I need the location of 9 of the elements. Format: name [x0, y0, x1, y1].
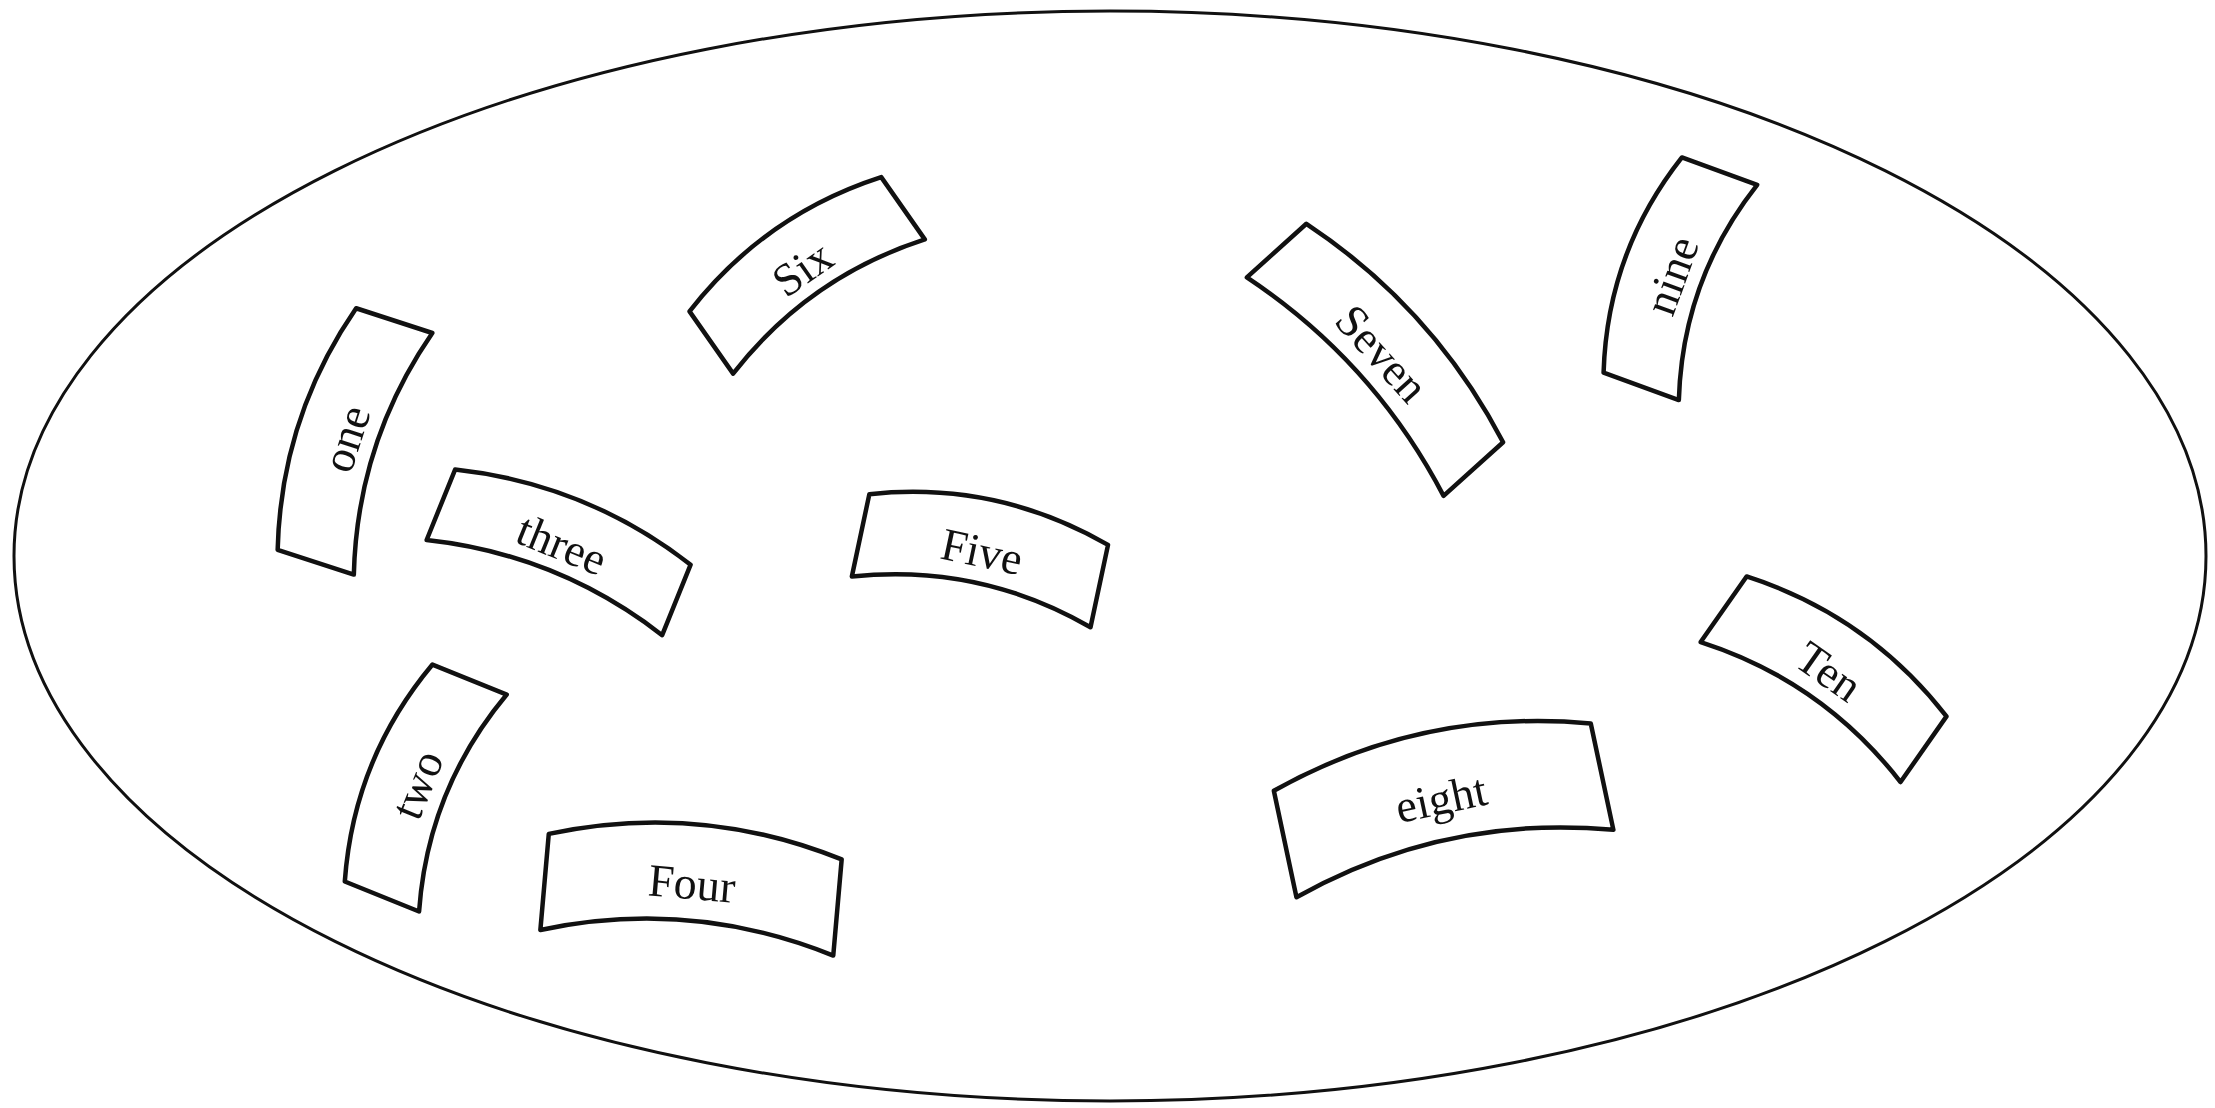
word-label: Five — [936, 516, 1028, 586]
word-label: nine — [1632, 228, 1710, 322]
word-label: Four — [646, 852, 738, 914]
word-label: one — [310, 398, 382, 478]
word-label: two — [379, 742, 455, 826]
word-label: three — [509, 502, 615, 586]
word-label: Ten — [1785, 629, 1873, 713]
word-label: Six — [761, 228, 843, 308]
word-label: eight — [1390, 762, 1492, 834]
